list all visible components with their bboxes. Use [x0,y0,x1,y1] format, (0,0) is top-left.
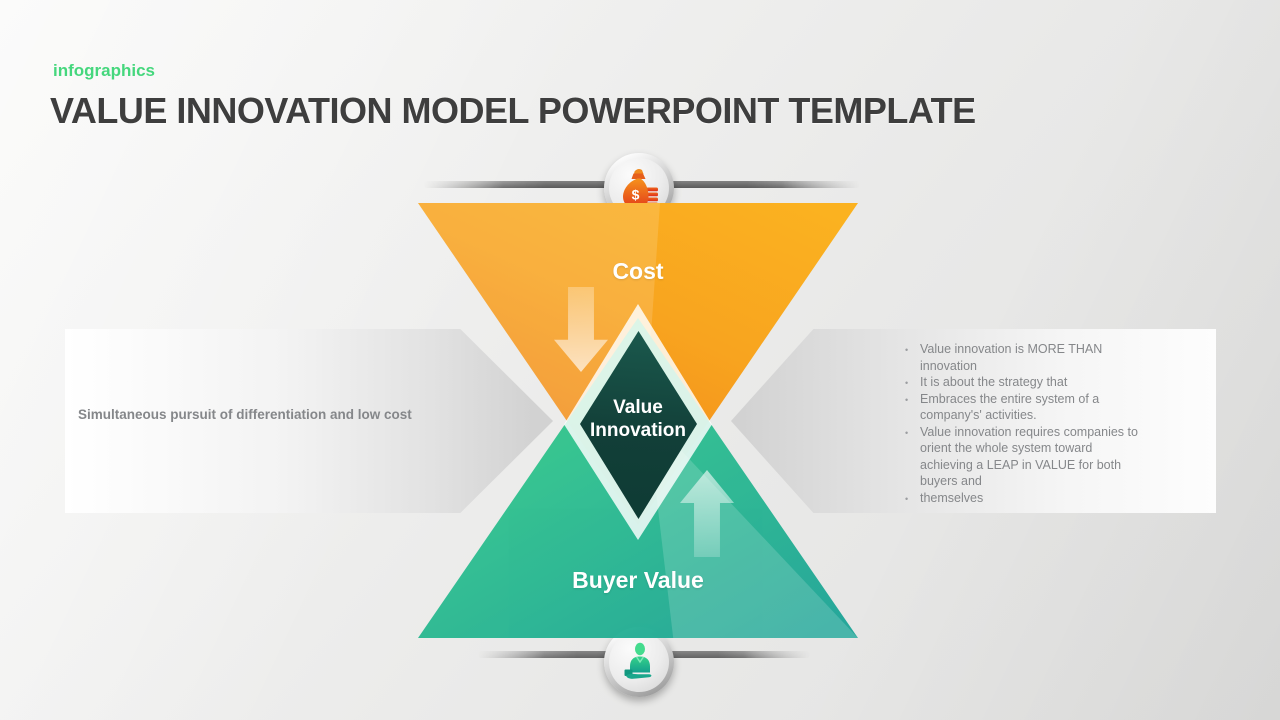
bottom-circle-inner [609,632,669,692]
bag-knot [634,169,644,174]
right-callout-banner: Value innovation is MORE THAN innovation… [731,329,1216,513]
bullet-item: themselves [903,490,1181,506]
buyer-value-label: Buyer Value [572,567,704,593]
person-collar [635,656,645,664]
person-torso [630,656,650,673]
person-receiving-value-icon [624,642,652,679]
cost-label: Cost [612,258,664,284]
bag-tie [631,173,646,179]
bullet-item: Value innovation requires companies to o… [903,424,1181,490]
value-innovation-line1: Value [613,397,663,418]
brand-tag: infographics [53,61,156,80]
left-callout-banner: Simultaneous pursuit of differentiation … [65,329,553,513]
person-head [635,642,645,656]
open-palm-hand [626,673,652,679]
bullet-item: Embraces the entire system of a company'… [903,391,1181,424]
bottom-circle-badge [604,627,674,697]
value-innovation-label: Value Innovation [564,396,712,442]
bullet-list: Value innovation is MORE THAN innovation… [903,341,1181,506]
value-innovation-line2: Innovation [589,420,687,441]
bullet-item: Value innovation is MORE THAN innovation [903,341,1181,374]
left-callout-text: Simultaneous pursuit of differentiation … [78,406,412,422]
currency-symbol: $ [632,187,640,203]
bullet-item: It is about the strategy that [903,374,1181,391]
bag-body [623,178,649,209]
page-title: VALUE INNOVATION MODEL POWERPOINT TEMPLA… [50,90,976,131]
